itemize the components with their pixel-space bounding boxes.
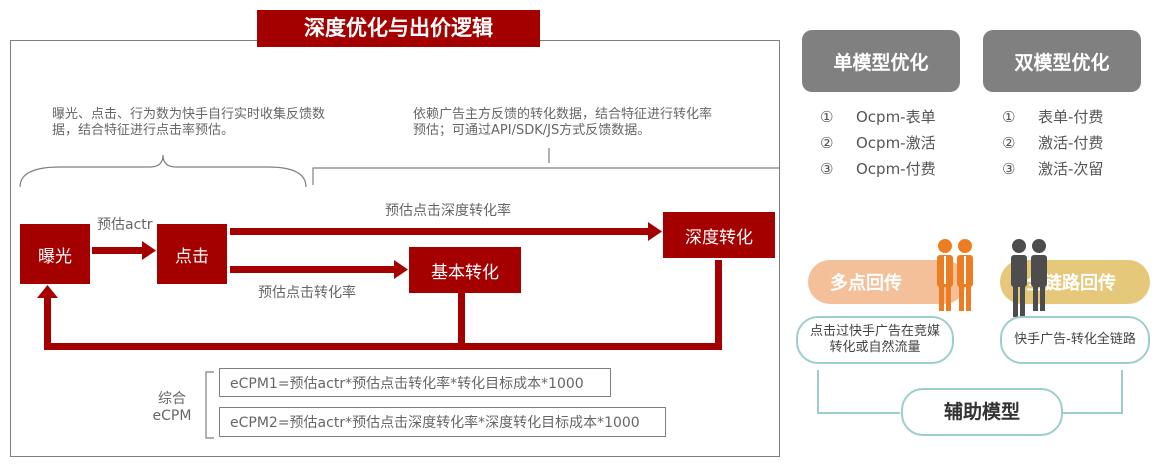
note-right: 依赖广告主方反馈的转化数据，结合特征进行转化率预估；可通过API/SDK/JS方… xyxy=(413,107,713,138)
note-left: 曝光、点击、行为数为快手自行实时收集反馈数据，结合特征进行点击率预估。 xyxy=(52,107,326,138)
arrow-shaft-deep xyxy=(230,228,648,235)
list-num: ② xyxy=(820,134,834,152)
list-num: ③ xyxy=(1002,160,1016,178)
arrow-head-basic xyxy=(394,260,408,279)
diagram-title: 深度优化与出价逻辑 xyxy=(257,10,540,47)
connector-lines xyxy=(19,148,780,439)
list-num: ① xyxy=(820,108,834,126)
list-item: ② 激活-付费 xyxy=(1002,132,1103,158)
loop-mid-vertical xyxy=(458,293,465,350)
list-text: 表单-付费 xyxy=(1038,108,1104,126)
dual-model-tile: 双模型优化 xyxy=(983,30,1141,92)
list-text: Ocpm-表单 xyxy=(856,108,936,126)
list-text: 激活-次留 xyxy=(1038,160,1104,178)
people-orange-icon xyxy=(937,239,973,311)
list-item: ① Ocpm-表单 xyxy=(820,106,936,132)
aux-connector xyxy=(817,370,1123,414)
exposure-box: 曝光 xyxy=(20,224,90,284)
formula-ecpm1: eCPM1=预估actr*预估点击转化率*转化目标成本*1000 xyxy=(219,368,611,397)
arrow-head-loop xyxy=(37,285,58,298)
loop-left-vertical xyxy=(44,298,51,350)
list-text: Ocpm-付费 xyxy=(856,160,936,178)
arrow-head-deep xyxy=(648,222,662,241)
click-box: 点击 xyxy=(157,224,227,284)
label-basic-rate: 预估点击转化率 xyxy=(258,285,356,301)
list-item: ② Ocpm-激活 xyxy=(820,132,936,158)
list-text: Ocpm-激活 xyxy=(856,134,936,152)
dual-model-list: ① 表单-付费 ② 激活-付费 ③ 激活-次留 xyxy=(1002,106,1103,184)
aux-model-box: 辅助模型 xyxy=(901,388,1063,436)
multi-point-desc: 点击过快手广告在竞媒转化或自然流量 xyxy=(796,316,954,364)
arrow-head-ctr xyxy=(142,241,156,260)
single-model-tile: 单模型优化 xyxy=(802,30,960,92)
basic-conversion-box: 基本转化 xyxy=(409,247,521,293)
full-link-desc: 快手广告-转化全链路 xyxy=(1000,316,1150,364)
loop-bottom xyxy=(44,343,722,350)
list-num: ① xyxy=(1002,108,1016,126)
ecpm-label: 综合 eCPM xyxy=(152,391,192,425)
ecpm-label-line2: eCPM xyxy=(152,408,192,424)
flow-arrows xyxy=(37,222,722,350)
list-item: ③ 激活-次留 xyxy=(1002,158,1103,184)
label-deep-rate: 预估点击深度转化率 xyxy=(385,203,511,219)
label-actr: 预估actr xyxy=(97,217,153,233)
loop-right-vertical xyxy=(715,260,722,350)
people-grey-icon xyxy=(1011,239,1047,317)
list-num: ③ xyxy=(820,160,834,178)
list-item: ① 表单-付费 xyxy=(1002,106,1103,132)
list-item: ③ Ocpm-付费 xyxy=(820,158,936,184)
deep-conversion-box: 深度转化 xyxy=(663,212,775,258)
arrow-shaft-basic xyxy=(230,266,394,273)
ecpm-bracket xyxy=(205,371,214,439)
list-num: ② xyxy=(1002,134,1016,152)
single-model-list: ① Ocpm-表单 ② Ocpm-激活 ③ Ocpm-付费 xyxy=(820,106,936,184)
ecpm-label-line1: 综合 xyxy=(158,391,186,407)
right-bracket xyxy=(312,148,780,185)
left-brace xyxy=(19,154,307,188)
formula-ecpm2: eCPM2=预估actr*预估点击深度转化率*深度转化目标成本*1000 xyxy=(219,407,666,437)
arrow-shaft-ctr xyxy=(92,247,142,254)
list-text: 激活-付费 xyxy=(1038,134,1104,152)
